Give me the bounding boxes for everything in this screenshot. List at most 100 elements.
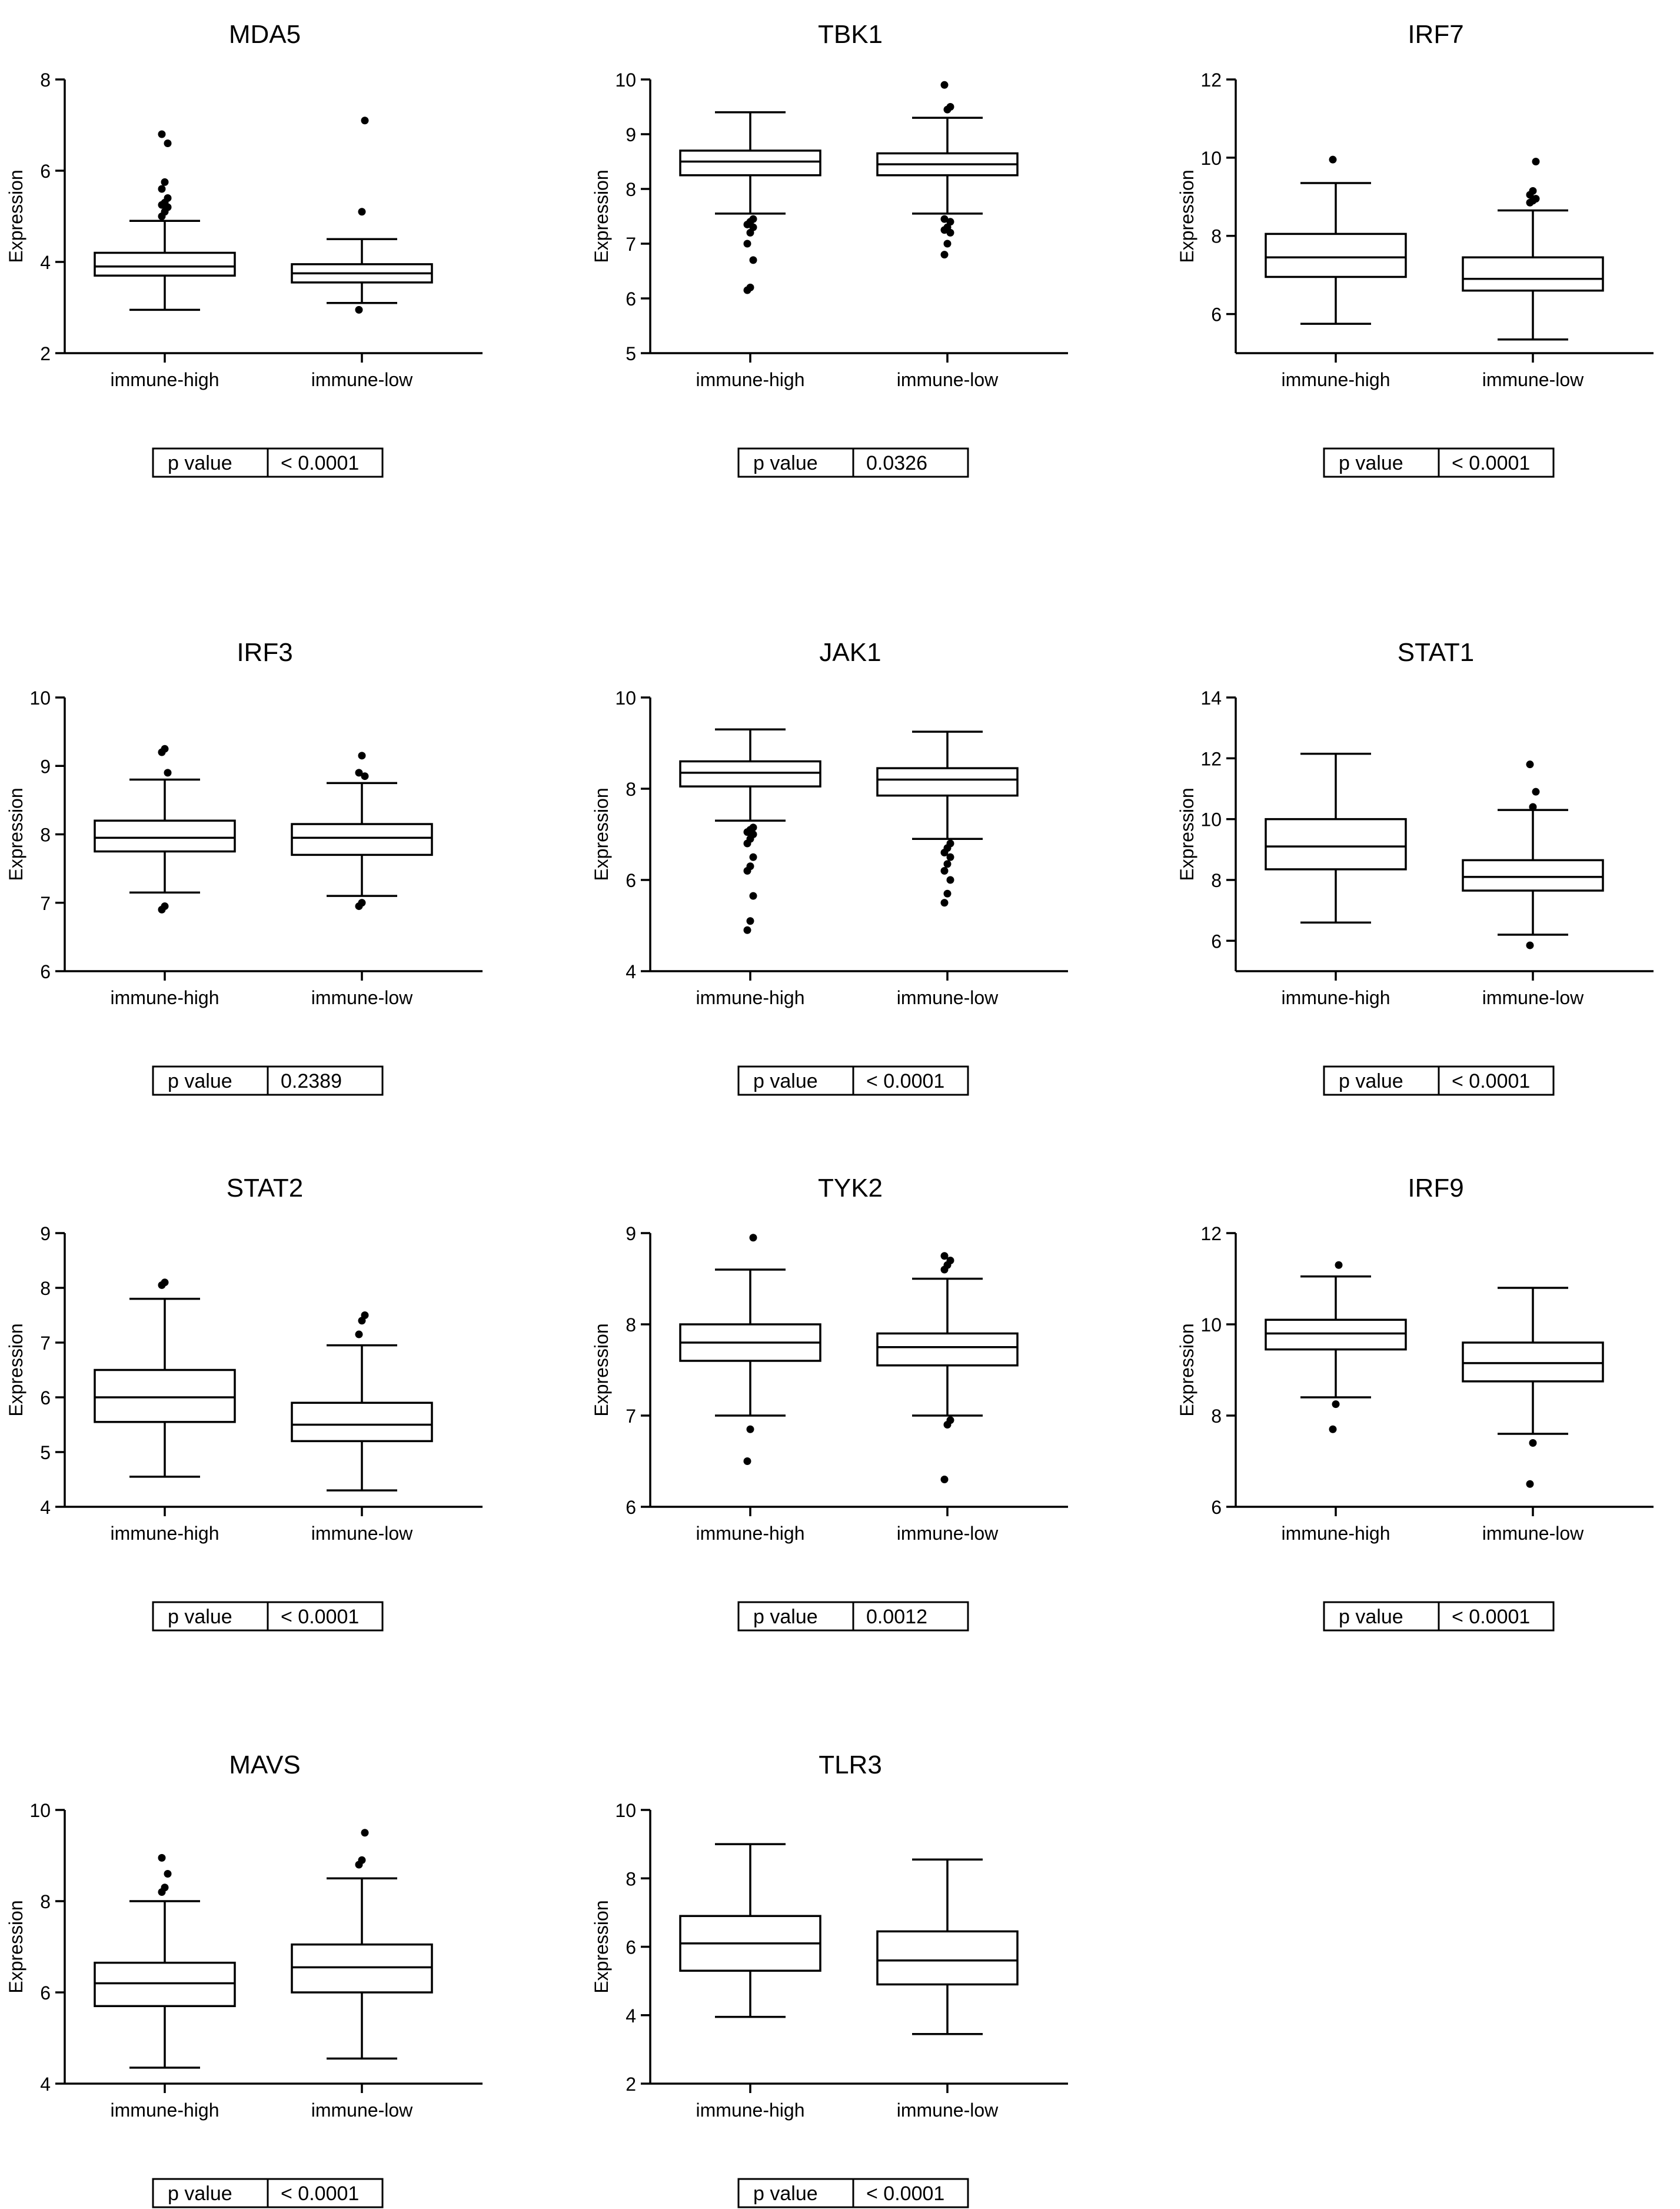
outlier-point <box>164 769 172 777</box>
y-tick-label: 6 <box>1211 931 1222 952</box>
y-tick-label: 8 <box>40 1891 51 1912</box>
outlier-point <box>1329 155 1337 164</box>
x-tick-label: immune-high <box>111 1523 219 1544</box>
y-tick-label: 12 <box>1200 69 1222 91</box>
outlier-point <box>358 208 366 216</box>
outlier-point <box>1526 1480 1534 1488</box>
iqr-box <box>291 823 433 856</box>
x-tick-label: immune-low <box>897 1523 999 1544</box>
outlier-point <box>1532 195 1540 203</box>
x-tick-label: immune-high <box>111 369 219 390</box>
outlier-point <box>749 823 757 832</box>
outlier-point <box>946 218 954 226</box>
outlier-point <box>358 752 366 760</box>
outlier-point <box>164 194 172 202</box>
outlier-point <box>1332 1400 1340 1409</box>
p-value-table: p value< 0.0001 <box>152 2178 384 2208</box>
y-tick-label: 6 <box>40 961 51 982</box>
box-immune-low: immune-low <box>1462 158 1604 390</box>
y-axis-label: Expression <box>591 1900 612 1993</box>
y-tick-label: 10 <box>1200 1314 1222 1336</box>
iqr-box <box>1462 256 1604 292</box>
chart-title: TLR3 <box>819 1750 882 1779</box>
p-value-label: p value <box>168 1070 232 1092</box>
y-tick-label: 8 <box>626 179 636 200</box>
chart-title: IRF3 <box>237 638 292 667</box>
y-tick-label: 12 <box>1200 748 1222 769</box>
box-immune-low: immune-low <box>876 730 1019 1008</box>
chart-title: STAT2 <box>227 1174 303 1203</box>
y-tick-label: 8 <box>40 69 51 91</box>
chart-title: TYK2 <box>818 1174 883 1203</box>
y-tick-label: 7 <box>626 234 636 255</box>
box-immune-high: immune-high <box>94 130 236 390</box>
y-tick-label: 10 <box>29 687 51 709</box>
outlier-point <box>358 899 366 907</box>
outlier-point <box>361 1311 369 1319</box>
y-tick-label: 8 <box>1211 1406 1222 1427</box>
iqr-box <box>94 251 236 277</box>
y-tick-label: 5 <box>626 343 636 364</box>
x-tick-label: immune-low <box>897 369 999 390</box>
box-immune-low: immune-low <box>1462 760 1604 1008</box>
y-tick-label: 6 <box>1211 1497 1222 1518</box>
x-tick-label: immune-high <box>1282 369 1390 390</box>
outlier-point <box>361 117 369 125</box>
chart-title: MDA5 <box>229 20 301 49</box>
x-tick-label: immune-low <box>311 2100 413 2121</box>
p-value-table: p value< 0.0001 <box>737 1065 969 1096</box>
outlier-point <box>164 139 172 147</box>
y-tick-label: 9 <box>626 124 636 145</box>
outlier-point <box>940 251 949 259</box>
outlier-point <box>940 1252 949 1260</box>
iqr-box <box>1462 1341 1604 1383</box>
y-tick-label: 6 <box>626 1937 636 1958</box>
box-immune-low: immune-low <box>291 1311 433 1544</box>
outlier-point <box>749 892 757 900</box>
iqr-box <box>94 819 236 853</box>
outlier-point <box>746 283 754 291</box>
outlier-point <box>946 853 954 861</box>
iqr-box <box>679 150 821 177</box>
p-value-label: p value <box>1339 1070 1403 1092</box>
iqr-box <box>291 1943 433 1994</box>
x-tick-label: immune-high <box>111 987 219 1008</box>
y-tick-label: 5 <box>40 1442 51 1463</box>
y-tick-label: 2 <box>40 343 51 364</box>
iqr-box <box>1265 232 1407 278</box>
outlier-point <box>158 185 166 193</box>
outlier-point <box>1529 803 1537 811</box>
x-tick-label: immune-low <box>311 987 413 1008</box>
p-value-table: p value< 0.0001 <box>737 2178 969 2208</box>
box-immune-low: immune-low <box>1462 1287 1604 1544</box>
iqr-box <box>1462 859 1604 892</box>
outlier-point <box>940 215 949 223</box>
x-tick-label: immune-high <box>1282 987 1390 1008</box>
box-immune-high: immune-high <box>679 1234 821 1544</box>
outlier-point <box>943 889 952 898</box>
box-immune-high: immune-high <box>94 1853 236 2121</box>
p-value: 0.2389 <box>281 1070 342 1092</box>
outlier-point <box>743 926 751 934</box>
x-tick-label: immune-high <box>696 987 805 1008</box>
p-value-table: p value< 0.0001 <box>152 1601 384 1632</box>
y-axis-label: Expression <box>591 1323 612 1416</box>
y-tick-label: 10 <box>1200 809 1222 831</box>
outlier-point <box>355 769 363 777</box>
outlier-point <box>1526 941 1534 949</box>
p-value-table: p value< 0.0001 <box>1323 1601 1555 1632</box>
outlier-point <box>1532 788 1540 796</box>
box-immune-low: immune-low <box>291 1829 433 2121</box>
outlier-point <box>946 103 954 111</box>
y-axis-label: Expression <box>5 170 26 263</box>
y-axis-label: Expression <box>591 788 612 881</box>
outlier-point <box>946 839 954 848</box>
x-tick-label: immune-high <box>111 2100 219 2121</box>
outlier-point <box>1329 1425 1337 1433</box>
box-immune-low: immune-low <box>876 1858 1019 2121</box>
